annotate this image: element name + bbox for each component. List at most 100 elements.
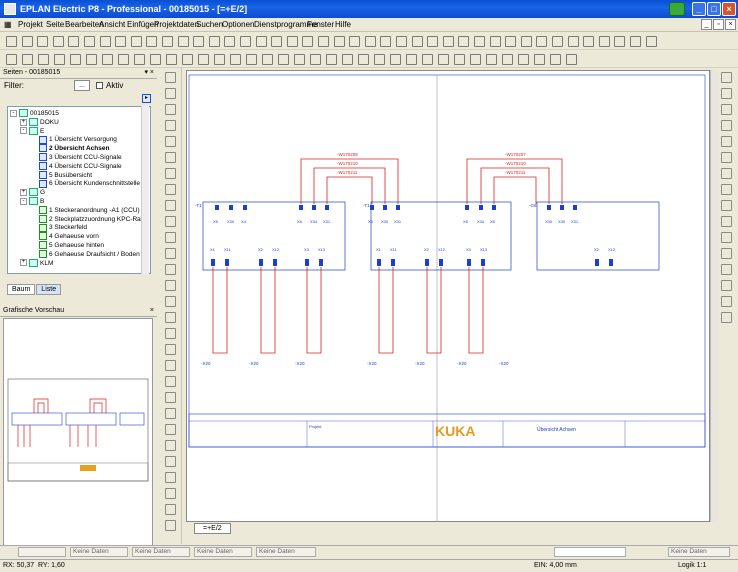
- tree-item[interactable]: -B: [20, 197, 44, 206]
- vertical-tool-icon[interactable]: [165, 312, 176, 323]
- terminal-connector[interactable]: [465, 205, 469, 210]
- toolbar-tool-icon[interactable]: [520, 36, 532, 47]
- menu-dienstprogramme[interactable]: Dienstprogramme: [254, 20, 318, 29]
- wire[interactable]: [306, 267, 322, 354]
- toolbar-tool-icon[interactable]: [438, 54, 449, 65]
- tab-baum[interactable]: Baum: [7, 284, 36, 295]
- vertical-tool-icon[interactable]: [721, 216, 732, 227]
- vertical-tool-icon[interactable]: [165, 488, 176, 499]
- toolbar-tool-icon[interactable]: [518, 54, 529, 65]
- toolbar-tool-icon[interactable]: [70, 54, 81, 65]
- wire[interactable]: [212, 267, 228, 354]
- expand-icon[interactable]: +: [20, 188, 27, 196]
- tree-item[interactable]: -00185015: [10, 109, 59, 118]
- toolbar-tool-icon[interactable]: [271, 36, 283, 47]
- menu-seite[interactable]: Seite: [46, 20, 65, 29]
- toolbar-tool-icon[interactable]: [198, 54, 209, 65]
- wire[interactable]: [468, 267, 484, 354]
- toolbar-tool-icon[interactable]: [302, 36, 314, 47]
- vertical-tool-icon[interactable]: [165, 472, 176, 483]
- toolbar-tool-icon[interactable]: [411, 36, 423, 47]
- mdi-restore-icon[interactable]: ▫: [713, 19, 724, 30]
- toolbar-tool-icon[interactable]: [598, 36, 610, 47]
- vertical-tool-icon[interactable]: [165, 440, 176, 451]
- vertical-tool-icon[interactable]: [721, 152, 732, 163]
- expand-icon[interactable]: +: [20, 118, 27, 126]
- vertical-tool-icon[interactable]: [721, 88, 732, 99]
- toolbar-tool-icon[interactable]: [566, 54, 577, 65]
- close-panel-icon[interactable]: ▾ ×: [144, 69, 154, 76]
- toolbar-tool-icon[interactable]: [54, 54, 65, 65]
- wire[interactable]: [426, 267, 442, 354]
- vertical-tool-icon[interactable]: [165, 120, 176, 131]
- vertical-tool-icon[interactable]: [165, 200, 176, 211]
- toolbar-tool-icon[interactable]: [536, 36, 548, 47]
- close-button[interactable]: ×: [722, 2, 736, 16]
- terminal-connector[interactable]: [325, 205, 329, 210]
- vertical-tool-icon[interactable]: [165, 168, 176, 179]
- terminal-connector[interactable]: [595, 259, 599, 266]
- tab-liste[interactable]: Liste: [36, 284, 62, 295]
- toolbar-tool-icon[interactable]: [380, 36, 392, 47]
- vertical-tool-icon[interactable]: [721, 136, 732, 147]
- toolbar-tool-icon[interactable]: [166, 54, 177, 65]
- toolbar-tool-icon[interactable]: [115, 36, 127, 47]
- menu-ansicht[interactable]: Ansicht: [99, 20, 126, 29]
- wire[interactable]: [260, 267, 276, 354]
- terminal-connector[interactable]: [215, 205, 219, 210]
- close-preview-icon[interactable]: ×: [149, 307, 154, 314]
- toolbar-tool-icon[interactable]: [262, 54, 273, 65]
- terminal-connector[interactable]: [229, 205, 233, 210]
- terminal-connector[interactable]: [560, 205, 564, 210]
- vertical-tool-icon[interactable]: [721, 264, 732, 275]
- vertical-tool-icon[interactable]: [165, 104, 176, 115]
- toolbar-tool-icon[interactable]: [68, 36, 80, 47]
- empty-field-2[interactable]: Keine Daten: [132, 547, 190, 557]
- terminal-connector[interactable]: [273, 259, 277, 266]
- tree-item[interactable]: 6 Übersicht Kundenschnittstelle: [30, 179, 140, 188]
- vertical-tool-icon[interactable]: [165, 392, 176, 403]
- vertical-tool-icon[interactable]: [165, 408, 176, 419]
- terminal-connector[interactable]: [305, 259, 309, 266]
- tree-item[interactable]: 3 Steckerfeld: [30, 223, 87, 232]
- toolbar-tool-icon[interactable]: [177, 36, 189, 47]
- terminal-connector[interactable]: [312, 205, 316, 210]
- vertical-tool-icon[interactable]: [721, 248, 732, 259]
- vertical-tool-icon[interactable]: [165, 280, 176, 291]
- toolbar-tool-icon[interactable]: [374, 54, 385, 65]
- collapse-icon[interactable]: -: [20, 197, 27, 205]
- terminal-connector[interactable]: [319, 259, 323, 266]
- toolbar-tool-icon[interactable]: [278, 54, 289, 65]
- vertical-tool-icon[interactable]: [165, 264, 176, 275]
- toolbar-tool-icon[interactable]: [102, 54, 113, 65]
- vertical-tool-icon[interactable]: [165, 456, 176, 467]
- toolbar-tool-icon[interactable]: [84, 36, 95, 47]
- menu-fenster[interactable]: Fenster: [307, 20, 335, 29]
- menu-icon[interactable]: ▦: [4, 20, 12, 29]
- toolbar-tool-icon[interactable]: [214, 54, 225, 65]
- tree-item[interactable]: 5 Gehaeuse hinten: [30, 241, 104, 250]
- maximize-button[interactable]: □: [707, 2, 721, 16]
- vertical-tool-icon[interactable]: [721, 280, 732, 291]
- vertical-tool-icon[interactable]: [165, 328, 176, 339]
- menu-bearbeiten[interactable]: Bearbeiten: [65, 20, 104, 29]
- toolbar-tool-icon[interactable]: [583, 36, 595, 47]
- vertical-tool-icon[interactable]: [721, 72, 732, 83]
- network-icon[interactable]: [669, 2, 685, 16]
- collapse-icon[interactable]: -: [20, 127, 27, 135]
- toolbar-tool-icon[interactable]: [182, 54, 193, 65]
- menu-projektdaten[interactable]: Projektdaten: [154, 20, 199, 29]
- toolbar-tool-icon[interactable]: [534, 54, 545, 65]
- terminal-connector[interactable]: [547, 205, 551, 210]
- toolbar-tool-icon[interactable]: [99, 36, 111, 47]
- toolbar-tool-icon[interactable]: [318, 36, 329, 47]
- toolbar-tool-icon[interactable]: [427, 36, 439, 47]
- vertical-tool-icon[interactable]: [165, 88, 176, 99]
- device-box-3[interactable]: [536, 201, 660, 271]
- toolbar-tool-icon[interactable]: [146, 36, 158, 47]
- vertical-tool-icon[interactable]: [165, 248, 176, 259]
- tree-item[interactable]: 1 Steckeranordnung -A1 (CCU): [30, 206, 140, 215]
- terminal-connector[interactable]: [211, 259, 215, 266]
- toolbar-tool-icon[interactable]: [552, 36, 563, 47]
- vertical-tool-icon[interactable]: [165, 376, 176, 387]
